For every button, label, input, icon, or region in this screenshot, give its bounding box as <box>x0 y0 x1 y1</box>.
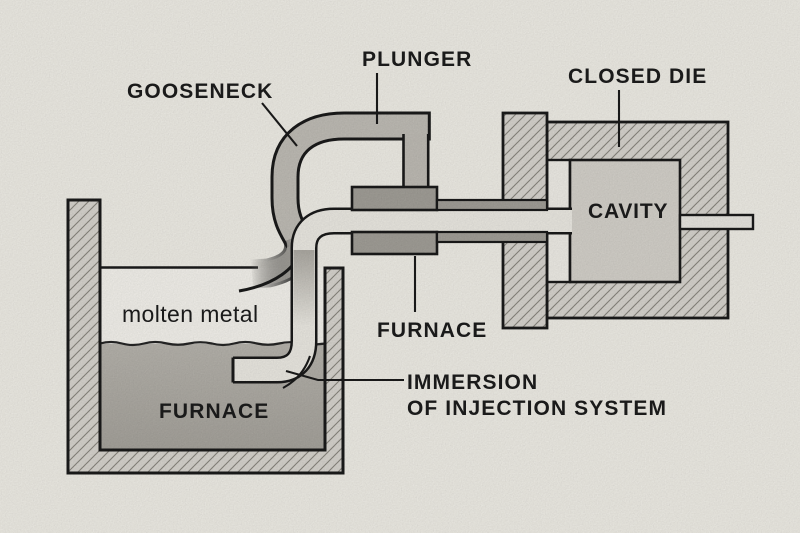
plunger-label: PLUNGER <box>362 48 473 71</box>
molten-metal-label: molten metal <box>122 301 259 327</box>
furnace-vessel-label: FURNACE <box>159 400 270 423</box>
closed-die-label: CLOSED DIE <box>568 65 708 88</box>
furnace-heater-label: FURNACE <box>377 319 488 342</box>
immersion-label-line2: OF INJECTION SYSTEM <box>407 397 668 420</box>
cavity-label: CAVITY <box>588 200 669 223</box>
gooseneck-label: GOOSENECK <box>127 80 274 103</box>
immersion-label-line1: IMMERSION <box>407 371 539 394</box>
immersion-label: IMMERSION OF INJECTION SYSTEM <box>407 370 667 422</box>
